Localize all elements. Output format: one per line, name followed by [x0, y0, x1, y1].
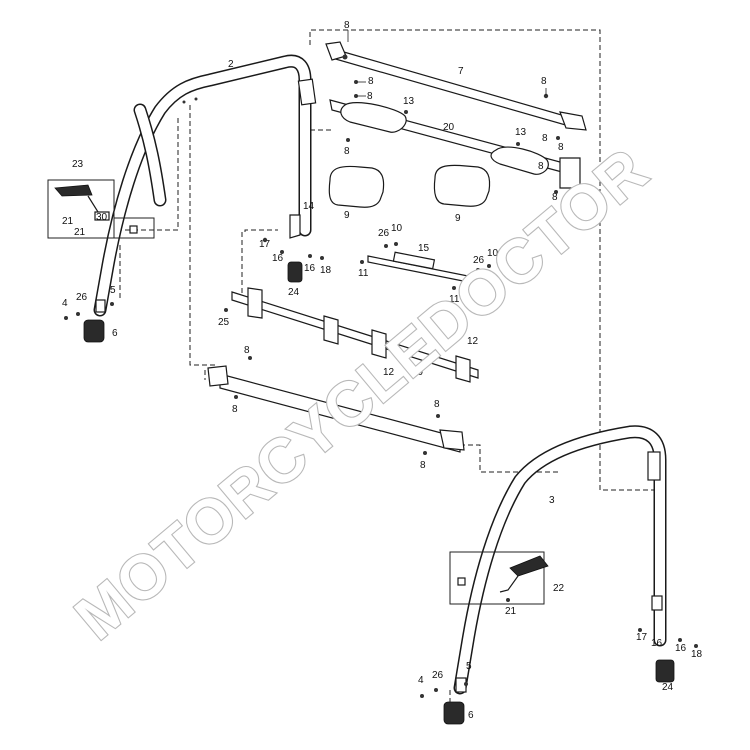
- c-16-d: 16: [675, 643, 687, 654]
- c-12-a: 12: [467, 336, 479, 347]
- front-left-hoop: [93, 54, 317, 317]
- damper-cylinder: [367, 251, 469, 283]
- c-13-a: 13: [403, 96, 415, 107]
- c-21-c: 21: [505, 606, 517, 617]
- lower-rail: [231, 287, 479, 383]
- c-8-b: 8: [368, 76, 374, 87]
- c-8-d: 8: [541, 76, 547, 87]
- c-17-b: 17: [636, 632, 648, 643]
- c-9-a: 9: [344, 210, 350, 221]
- c-4-a: 4: [62, 298, 68, 309]
- c-11-b: 11: [449, 294, 460, 305]
- c-26-a: 26: [378, 228, 390, 239]
- c-8-k: 8: [434, 399, 440, 410]
- c-8-e: 8: [542, 133, 548, 144]
- c-17-a: 17: [259, 239, 271, 250]
- c-6-b: 6: [468, 710, 474, 721]
- c-26-b: 26: [473, 255, 485, 266]
- assembly-guide-lines: [119, 29, 660, 705]
- front-mounts: [83, 214, 303, 343]
- c-16-c: 16: [651, 638, 663, 649]
- c-10-b: 10: [487, 248, 499, 259]
- c-15: 15: [418, 243, 430, 254]
- c-8-m: 8: [538, 161, 544, 172]
- c-18-b: 18: [691, 649, 703, 660]
- c-8-i: 8: [244, 345, 250, 356]
- c-1: 1: [314, 416, 320, 427]
- c-24-a: 24: [288, 287, 300, 298]
- c-8-f: 8: [558, 142, 564, 153]
- callout-labels: 8 8 8 8 8 8 8 8 8 8 8 8 8 7 2 13 13 20 9…: [62, 20, 703, 721]
- c-3: 3: [549, 495, 555, 506]
- c-23: 23: [72, 159, 84, 170]
- c-21-a: 21: [62, 216, 74, 227]
- c-10-a: 10: [391, 223, 403, 234]
- c-20: 20: [443, 122, 455, 133]
- c-13-b: 13: [515, 127, 527, 138]
- c-9-b: 9: [455, 213, 461, 224]
- c-5-b: 5: [466, 661, 472, 672]
- left-mirror-assembly: [47, 179, 155, 239]
- c-19: 19: [412, 367, 424, 378]
- c-16-b: 16: [304, 263, 316, 274]
- c-16-a: 16: [272, 253, 284, 264]
- c-26-d: 26: [432, 670, 444, 681]
- c-5-a: 5: [110, 285, 116, 296]
- c-7: 7: [458, 66, 464, 77]
- c-2: 2: [228, 59, 234, 70]
- c-21-b: 21: [74, 227, 86, 238]
- c-22: 22: [553, 583, 565, 594]
- c-12-b: 12: [383, 367, 395, 378]
- fasteners: [64, 54, 698, 698]
- c-8-a: 8: [344, 20, 350, 31]
- c-30: 30: [96, 212, 108, 223]
- headrest-support-bar: [329, 99, 581, 189]
- c-11-a: 11: [358, 268, 369, 279]
- rear-right-hoop: [443, 425, 675, 725]
- upper-crossbar: [325, 41, 587, 131]
- watermark-text: MOTORCYCLEDOCTOR: [63, 135, 661, 653]
- c-26-c: 26: [76, 292, 88, 303]
- c-8-l: 8: [420, 460, 426, 471]
- c-4-b: 4: [418, 675, 424, 686]
- c-24-b: 24: [662, 682, 674, 693]
- c-18-a: 18: [320, 265, 332, 276]
- c-6-a: 6: [112, 328, 118, 339]
- headrests: [328, 164, 491, 208]
- c-8-c: 8: [367, 91, 373, 102]
- c-14: 14: [303, 201, 315, 212]
- right-mirror-assembly: [449, 551, 549, 605]
- c-25: 25: [218, 317, 230, 328]
- lower-crossbar: [207, 365, 465, 453]
- c-8-j: 8: [232, 404, 238, 415]
- c-8-h: 8: [344, 146, 350, 157]
- c-8-g: 8: [552, 192, 558, 203]
